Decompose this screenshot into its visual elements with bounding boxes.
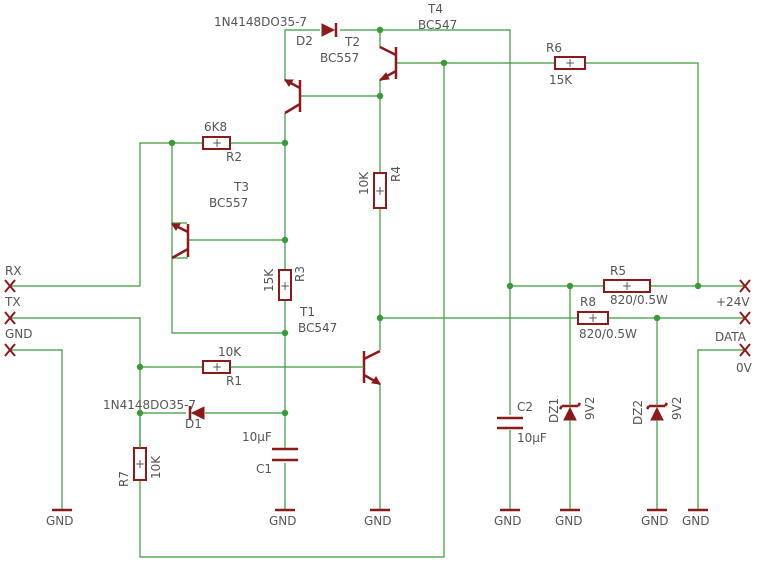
pin-rx[interactable] [4, 279, 16, 293]
c2-value: 10µF [517, 431, 547, 445]
r5-ref: R5 [610, 264, 626, 278]
gnd-label-6: GND [641, 514, 669, 528]
transistor-t3[interactable] [171, 222, 190, 260]
zener-dz1[interactable] [558, 400, 582, 425]
t1-ref: T1 [299, 305, 315, 319]
gnd-label-2: GND [269, 514, 297, 528]
r3-ref: R3 [293, 266, 307, 282]
r3-mark: + [280, 279, 290, 293]
r8-value: 820/0.5W [579, 327, 637, 341]
pin-0v[interactable] [739, 343, 751, 357]
resistor-r8[interactable]: + [577, 311, 609, 325]
resistor-r4[interactable]: + [373, 172, 387, 209]
r2-value: 6K8 [204, 120, 227, 134]
resistor-r5[interactable]: + [603, 279, 651, 293]
label-0v: 0V [736, 361, 753, 375]
t4-ref: T4 [427, 2, 443, 16]
r8-ref: R8 [580, 295, 596, 309]
c1-value: 10µF [242, 430, 272, 444]
t2-value: BC557 [320, 51, 359, 65]
c1-ref: C1 [256, 462, 272, 476]
diode-d1[interactable] [188, 406, 205, 420]
pin-data[interactable] [739, 311, 751, 325]
r4-value: 10K [357, 171, 371, 195]
gnd-label-4: GND [494, 514, 522, 528]
r3-value: 15K [262, 268, 276, 292]
d1-value: 1N4148DO35-7 [103, 398, 196, 412]
gnd-label-5: GND [555, 514, 583, 528]
gnd-label-1: GND [46, 514, 74, 528]
r1-mark: + [212, 360, 222, 374]
label-gnd-connector: GND [5, 327, 33, 341]
dz2-value: 9V2 [670, 397, 684, 420]
diode-d2[interactable] [321, 23, 338, 37]
r8-mark: + [588, 311, 598, 325]
d1-ref: D1 [185, 417, 202, 431]
d2-value: 1N4148DO35-7 [214, 15, 307, 29]
resistor-r6[interactable]: + [554, 56, 586, 70]
transistor-t1[interactable] [360, 349, 381, 386]
resistor-r1[interactable]: + [202, 360, 231, 374]
junctions [136, 26, 702, 417]
transistor-t2[interactable] [284, 78, 302, 115]
r7-value: 10K [149, 455, 163, 479]
c2-ref: C2 [517, 400, 533, 414]
label-data: DATA [715, 330, 747, 344]
r7-mark: + [135, 457, 145, 471]
r2-mark: + [212, 136, 222, 150]
t4-value: BC547 [418, 18, 457, 32]
r6-mark: + [565, 56, 575, 70]
gnd-label-3: GND [364, 514, 392, 528]
label-tx: TX [4, 295, 21, 309]
t3-value: BC557 [209, 196, 248, 210]
r7-ref: R7 [117, 471, 131, 487]
label-rx: RX [5, 264, 22, 278]
r4-ref: R4 [389, 166, 403, 182]
pin-tx[interactable] [4, 311, 16, 325]
label-24v: +24V [716, 295, 750, 309]
wires [10, 29, 745, 558]
r5-mark: + [622, 279, 632, 293]
r4-mark: + [375, 184, 385, 198]
pin-24v[interactable] [739, 279, 751, 293]
r1-value: 10K [218, 345, 242, 359]
dz2-ref: DZ2 [631, 400, 645, 425]
transistor-t4[interactable] [378, 45, 398, 82]
gnd-label-7: GND [682, 514, 710, 528]
dz1-value: 9V2 [583, 397, 597, 420]
capacitor-c1[interactable] [272, 447, 298, 462]
r2-ref: R2 [226, 150, 242, 164]
pin-gnd[interactable] [4, 343, 16, 357]
t1-value: BC547 [298, 321, 337, 335]
resistor-r3[interactable]: + [278, 269, 292, 301]
t3-ref: T3 [233, 180, 249, 194]
t2-ref: T2 [344, 35, 360, 49]
capacitor-c2[interactable] [497, 416, 523, 430]
zener-dz2[interactable] [645, 400, 669, 425]
r5-value: 820/0.5W [610, 293, 668, 307]
resistor-r2[interactable]: + [202, 136, 231, 150]
r6-ref: R6 [546, 41, 562, 55]
resistor-r7[interactable]: + [133, 413, 147, 481]
r6-value: 15K [549, 73, 573, 87]
dz1-ref: DZ1 [547, 398, 561, 423]
d2-ref: D2 [296, 34, 313, 48]
r1-ref: R1 [226, 374, 242, 388]
